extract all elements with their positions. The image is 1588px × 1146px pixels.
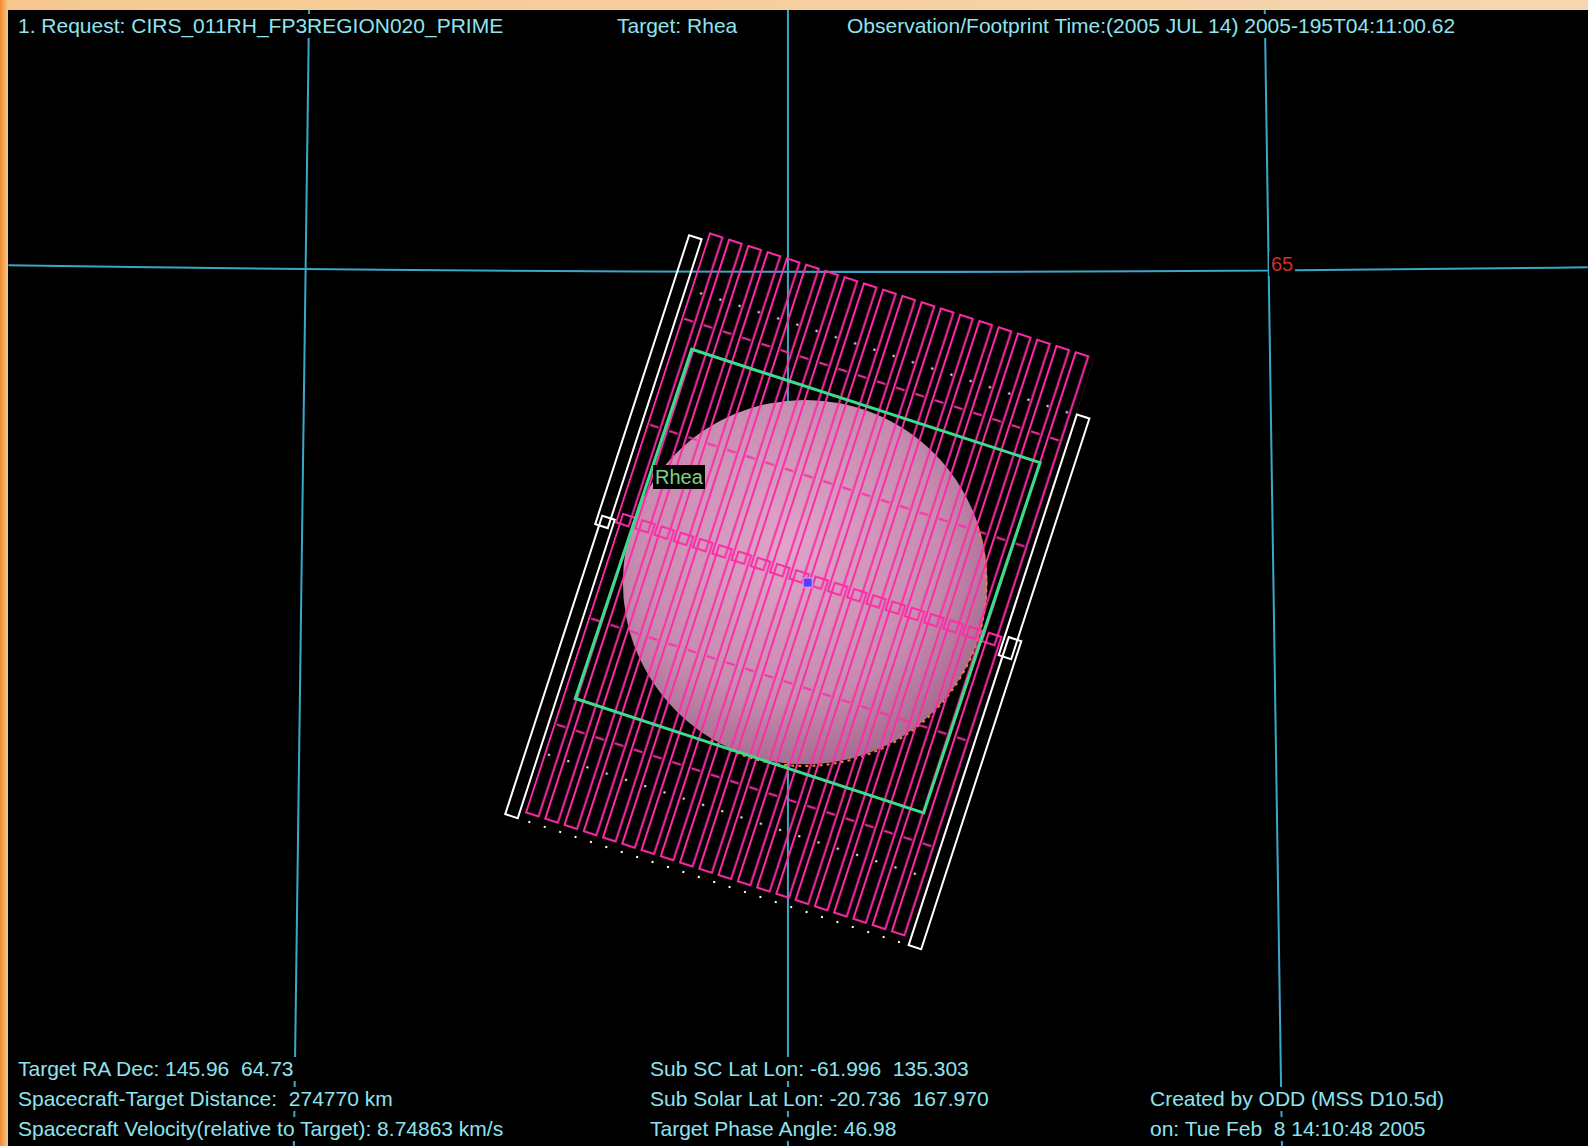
boresight-marker <box>803 578 812 587</box>
info-label: Spacecraft-Target Distance: 274770 km <box>16 1087 395 1111</box>
request-label: 1. Request: CIRS_011RH_FP3REGION020_PRIM… <box>16 14 505 38</box>
grid-value: 65 <box>1269 252 1295 276</box>
info-label: Target RA Dec: 145.96 64.73 <box>16 1057 296 1081</box>
credit-label: Created by ODD (MSS D10.5d) <box>1148 1087 1446 1111</box>
time-label: Observation/Footprint Time:(2005 JUL 14)… <box>845 14 1457 38</box>
info-label: Sub Solar Lat Lon: -20.736 167.970 <box>648 1087 991 1111</box>
target-name: Rhea <box>653 465 705 489</box>
footprint-raster <box>501 226 1112 950</box>
info-label: Spacecraft Velocity(relative to Target):… <box>16 1117 505 1141</box>
info-label: Sub SC Lat Lon: -61.996 135.303 <box>648 1057 971 1081</box>
grid-line <box>8 10 1587 1146</box>
credit-label: on: Tue Feb 8 14:10:48 2005 <box>1148 1117 1428 1141</box>
camera-frame <box>575 349 1040 813</box>
info-label: Target Phase Angle: 46.98 <box>648 1117 898 1141</box>
target-label: Target: Rhea <box>615 14 739 38</box>
